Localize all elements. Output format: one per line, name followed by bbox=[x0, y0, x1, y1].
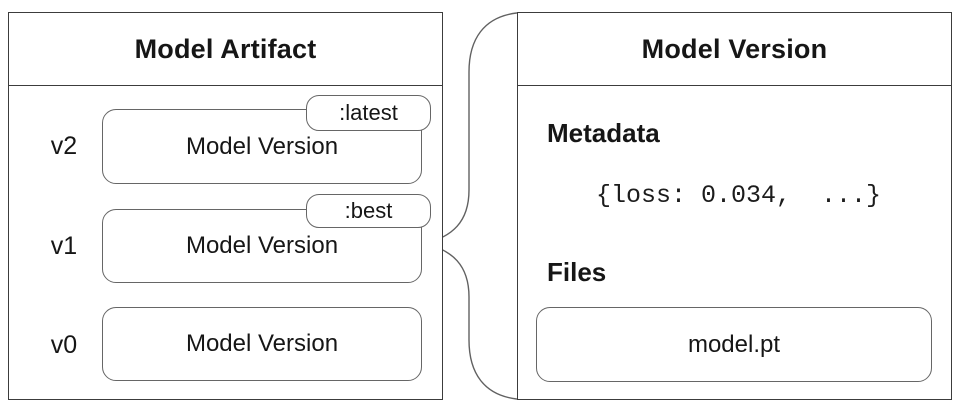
file-name: model.pt bbox=[687, 330, 781, 358]
version-label-v1: v1 bbox=[50, 232, 78, 260]
model-version-box-label: Model Version bbox=[185, 132, 339, 160]
model-version-box-label: Model Version bbox=[185, 232, 339, 259]
files-heading: Files bbox=[547, 257, 607, 287]
model-artifact-panel: Model Artifact v2 Model Version :latest … bbox=[8, 12, 443, 400]
model-version-box-label: Model Version bbox=[185, 330, 339, 357]
model-version-box-v1: Model Version bbox=[102, 209, 422, 283]
version-label-v2: v2 bbox=[50, 132, 78, 160]
metadata-value: {loss: 0.034, ...} bbox=[596, 181, 882, 210]
metadata-heading: Metadata bbox=[547, 118, 660, 148]
model-version-title: Model Version bbox=[518, 13, 951, 86]
tag-badge-label: :best bbox=[344, 198, 393, 223]
tag-badge-best: :best bbox=[306, 194, 431, 228]
version-label-v0: v0 bbox=[50, 331, 78, 359]
tag-badge-label: :latest bbox=[339, 100, 398, 125]
model-version-box-v0: Model Version bbox=[102, 307, 422, 381]
model-version-panel: Model Version Metadata {loss: 0.034, ...… bbox=[517, 12, 952, 400]
file-box: model.pt bbox=[536, 307, 932, 382]
model-artifact-title: Model Artifact bbox=[9, 13, 442, 86]
tag-badge-latest: :latest bbox=[306, 95, 431, 131]
model-artifact-body: v2 Model Version :latest v1 Model Versio… bbox=[9, 86, 442, 399]
model-version-body: Metadata {loss: 0.034, ...} Files model.… bbox=[518, 86, 951, 399]
